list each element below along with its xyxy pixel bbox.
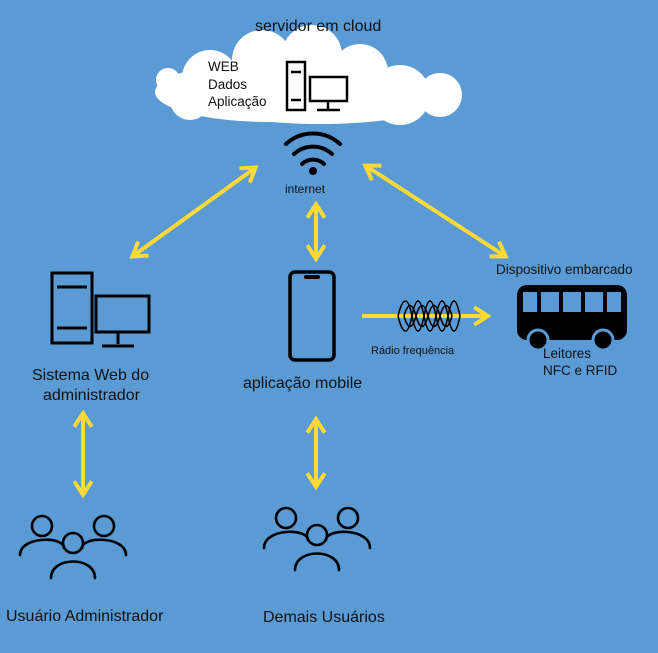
web-system-label-line1: Sistema Web do [32, 367, 150, 384]
radio-wave-icon [397, 300, 461, 332]
cloud-service-data: Dados [208, 77, 248, 92]
smartphone-icon [288, 270, 336, 362]
readers-label-line1: Leitores [543, 346, 592, 361]
admin-users-label: Usuário Administrador [6, 608, 164, 625]
internet-label: internet [285, 182, 326, 196]
wifi-icon [284, 131, 342, 175]
arrow-cloud-device [366, 166, 505, 256]
cloud-title: servidor em cloud [255, 18, 382, 35]
arrow-cloud-webadmin [133, 168, 255, 256]
mobile-app-label: aplicação mobile [243, 375, 363, 392]
user-group-icon-2 [262, 506, 372, 572]
cloud-icon [155, 25, 462, 125]
computer-icon [50, 271, 151, 348]
web-system-label-line2: administrador [43, 387, 140, 404]
user-group-icon [18, 514, 128, 580]
cloud-service-app: Aplicação [208, 94, 267, 109]
radio-frequency-label: Rádio frequência [371, 345, 455, 357]
cloud-service-web: WEB [208, 59, 239, 74]
server-computer-icon [285, 60, 349, 112]
readers-label-line2: NFC e RFID [543, 363, 618, 378]
other-users-label: Demais Usuários [263, 609, 385, 626]
bus-icon [517, 285, 627, 352]
embedded-device-label: Dispositivo embarcado [496, 262, 633, 277]
